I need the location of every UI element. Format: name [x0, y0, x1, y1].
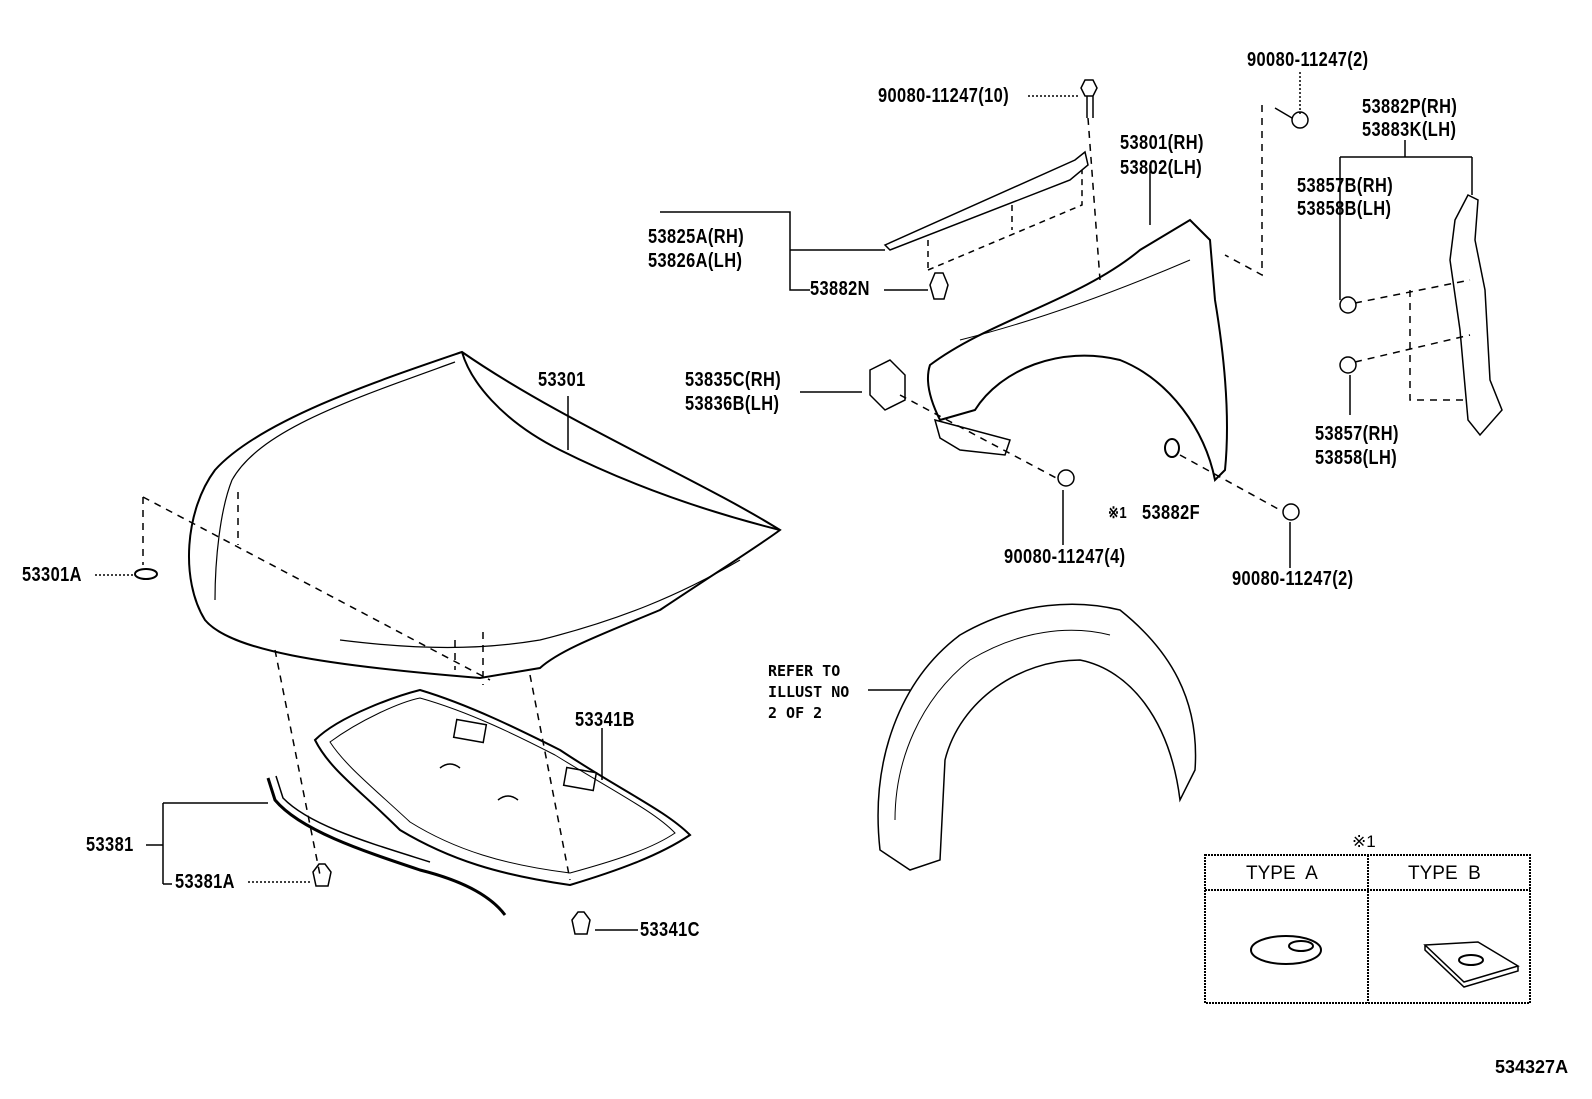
label-bolt-2-bottom: 90080-11247(2): [1232, 568, 1354, 590]
legend-type-b: TYPE B: [1408, 863, 1481, 884]
label-hood-plug: 53301A: [22, 564, 82, 586]
label-insulator-clip: 53341C: [640, 919, 700, 941]
label-insulator: 53341B: [575, 709, 635, 731]
label-fender-lh: 53802(LH): [1120, 157, 1203, 179]
legend-table-mark: ※1: [1352, 832, 1376, 851]
legend-type-a: TYPE A: [1246, 863, 1318, 884]
label-bolt-4: 90080-11247(4): [1004, 546, 1126, 568]
label-fender-rh: 53801(RH): [1120, 132, 1204, 154]
label-shield-lh: 53883K(LH): [1362, 119, 1457, 141]
label-washer-mark: ※1: [1108, 505, 1128, 522]
label-clip-lh: 53858(LH): [1315, 447, 1398, 469]
label-clip-n: 53882N: [810, 278, 870, 300]
illustration-id: 534327A: [1495, 1057, 1569, 1077]
label-bracket-lh: 53826A(LH): [648, 250, 743, 272]
label-clip-b-rh: 53857B(RH): [1297, 175, 1394, 197]
label-shield-rh: 53882P(RH): [1362, 96, 1458, 118]
hood-drawing: [188, 350, 782, 680]
refer-note-line2: ILLUST NO: [768, 683, 850, 701]
label-seal: 53381: [86, 834, 134, 856]
label-washer: 53882F: [1142, 502, 1201, 524]
label-clip-b-lh: 53858B(LH): [1297, 198, 1392, 220]
label-seal-clip: 53381A: [175, 871, 235, 893]
label-mount-lh: 53836B(LH): [685, 393, 780, 415]
label-clip-rh: 53857(RH): [1315, 423, 1399, 445]
label-hood: 53301: [538, 369, 586, 391]
label-bracket-rh: 53825A(RH): [648, 226, 745, 248]
refer-note-line3: 2 OF 2: [768, 704, 823, 722]
refer-note-line1: REFER TO: [768, 662, 841, 680]
label-mount-rh: 53835C(RH): [685, 369, 782, 391]
label-bolt-10: 90080-11247(10): [878, 85, 1010, 107]
label-bolt-2-top: 90080-11247(2): [1247, 49, 1369, 71]
